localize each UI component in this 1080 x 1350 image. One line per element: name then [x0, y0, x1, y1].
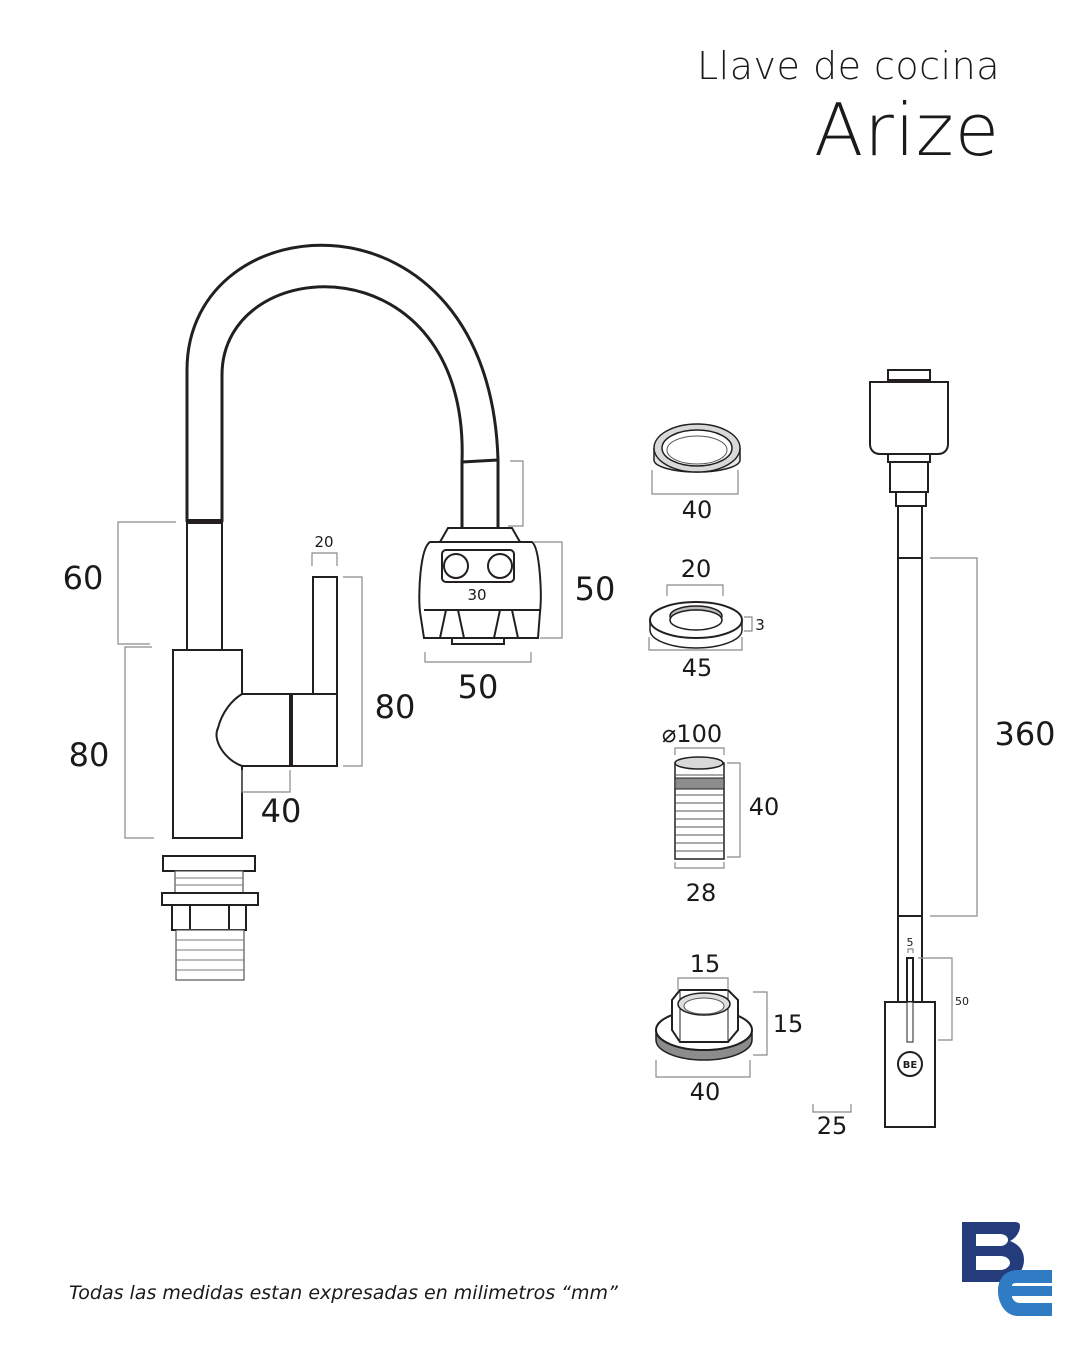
dim-rod-diameter: ⌀100: [662, 720, 722, 748]
dim-ring-diameter: 40: [682, 496, 713, 524]
product-type: Llave de cocina: [696, 44, 1000, 88]
sealing-ring: [651, 423, 741, 495]
faucet-handle: [312, 576, 338, 698]
dim-nut-inner: 15: [690, 950, 721, 978]
dim-body-depth: 40: [261, 792, 302, 830]
brand-logo: [962, 1222, 1052, 1316]
dim-hose-base: 25: [817, 1112, 848, 1140]
dim-handle-width: 20: [314, 533, 333, 551]
washer: [648, 584, 753, 651]
dim-washer-outer: 45: [682, 654, 713, 682]
dim-rod-length: 40: [749, 793, 780, 821]
dim-washer-thickness: 3: [755, 616, 765, 634]
dim-handle-height: 80: [375, 688, 416, 726]
faucet-mounting-shank: [161, 855, 259, 981]
dim-connector-small: 5: [907, 936, 914, 949]
dim-nut-height: 15: [773, 1010, 804, 1038]
spout-inner-curve: [220, 285, 464, 522]
dim-sprayer-width: 50: [458, 668, 499, 706]
spout-outer-curve: [185, 243, 500, 522]
dim-washer-inner: 20: [681, 555, 712, 583]
dim-neck-height: 60: [63, 559, 104, 597]
dim-hose-length: 360: [994, 715, 1055, 753]
svg-text:BE: BE: [903, 1060, 918, 1071]
hex-nut: [655, 977, 768, 1078]
supply-hose: BE: [812, 369, 978, 1128]
dim-nut-outer: 40: [690, 1078, 721, 1106]
measurement-note: Todas las medidas estan expresadas en mi…: [69, 1282, 618, 1304]
faucet-neck: [186, 519, 223, 651]
dim-rod-width: 28: [686, 879, 717, 907]
dim-button-spacing: 30: [467, 586, 486, 604]
sprayer-head: [418, 527, 563, 663]
product-name: Arize: [814, 88, 1000, 172]
spout-end: [461, 458, 499, 464]
threaded-rod: [674, 747, 741, 869]
lever-base: [215, 693, 291, 767]
dim-sprayer-height: 50: [575, 570, 616, 608]
dim-body-height: 80: [69, 736, 110, 774]
dim-connector-length: 50: [955, 995, 969, 1008]
faucet-drawing: [117, 243, 524, 981]
